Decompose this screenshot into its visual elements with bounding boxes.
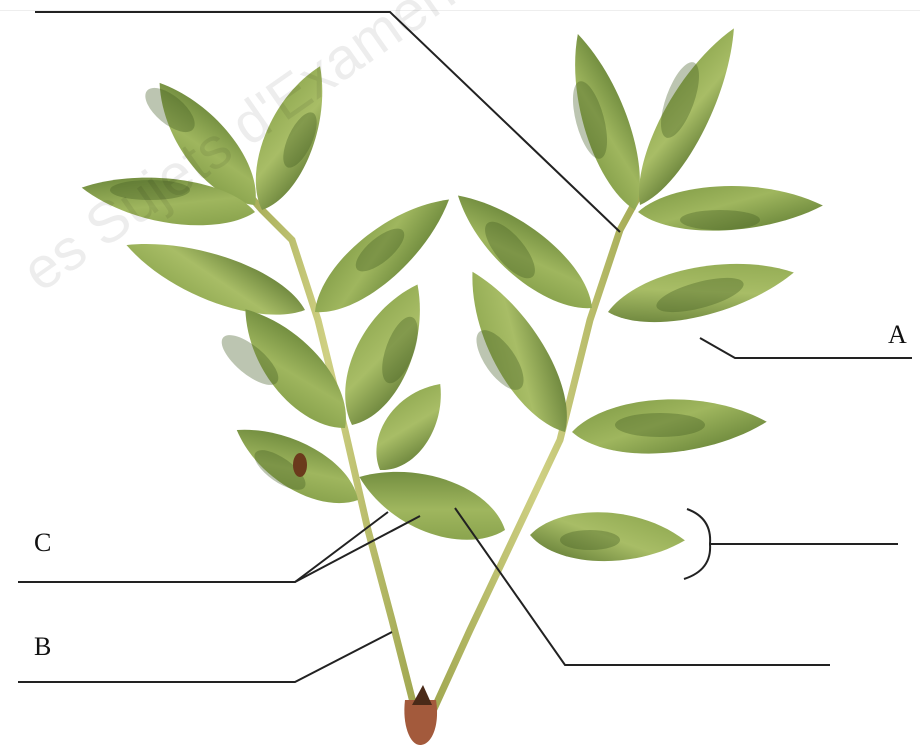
- b-leader-line: [18, 632, 392, 682]
- label-c: C: [34, 528, 51, 558]
- brown-spot: [293, 453, 307, 477]
- leader-lines: [18, 12, 912, 682]
- a-leader-line: [700, 338, 912, 358]
- top-rule: [0, 10, 920, 11]
- left-leaflets: [79, 57, 465, 521]
- leaflet-l4: [118, 224, 312, 333]
- c-leader-line-2: [295, 516, 420, 582]
- label-b: B: [34, 632, 51, 662]
- right-brace: [684, 509, 710, 579]
- c-leader-line-1: [18, 512, 388, 582]
- label-a: A: [888, 320, 907, 350]
